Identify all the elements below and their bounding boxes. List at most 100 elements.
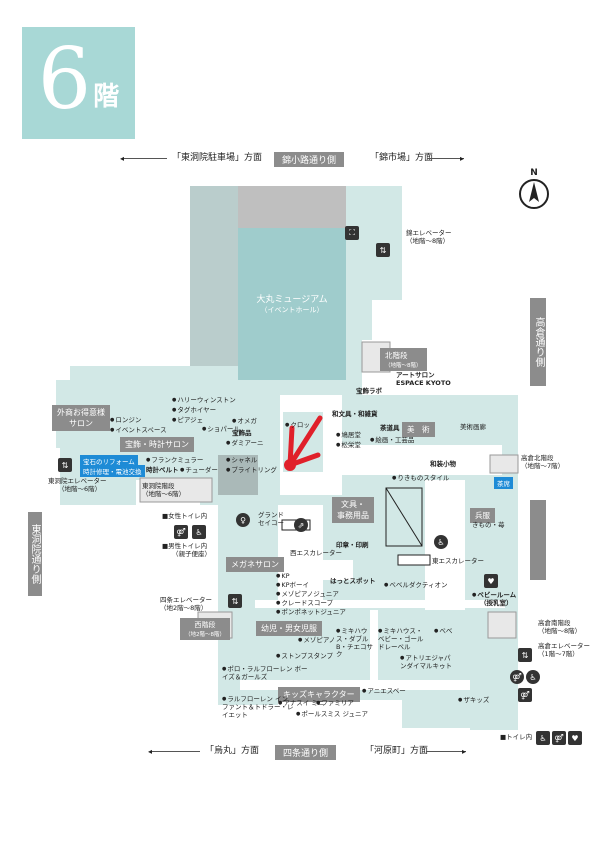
shop-bijutsu-garou[interactable]: 美術画廊 bbox=[460, 423, 486, 431]
shop-inkan[interactable]: 印章・印刷 bbox=[336, 541, 369, 549]
service-tokei-shuri[interactable]: 時計修理・電池交換 bbox=[80, 465, 145, 477]
corridor-6 bbox=[255, 600, 505, 608]
megane-salon: メガネサロン bbox=[226, 557, 284, 572]
svc-takakura-s bbox=[487, 611, 517, 639]
shop-tudor[interactable]: チューダー bbox=[180, 466, 218, 475]
nishi-stairs-label: 西階段 bbox=[194, 621, 216, 629]
shop-kp[interactable]: KP bbox=[276, 572, 289, 581]
shop-hattori[interactable]: はっとスポット bbox=[330, 577, 376, 585]
street-top-right-arrow bbox=[428, 158, 464, 159]
top-dark-strip bbox=[238, 186, 346, 228]
shijo-elevator: 四条エレベーター （地2階〜8階） bbox=[160, 596, 212, 613]
shop-polo-boys[interactable]: ポロ・ラルフローレン ボーイズ＆ガールズ bbox=[222, 665, 312, 682]
stairs-icon-top: ⛶ bbox=[345, 226, 359, 240]
takakura-elevator-sub: （1階〜7階） bbox=[538, 649, 579, 658]
baby-room-label: ベビールーム bbox=[472, 591, 516, 600]
shop-cloth[interactable]: クロッ bbox=[285, 421, 310, 430]
shop-chanel[interactable]: シャネル bbox=[226, 456, 257, 465]
street-bottom-right-arrow bbox=[426, 751, 466, 752]
akashi-badge: 茶席 bbox=[494, 477, 513, 489]
shop-the-kids[interactable]: ザキッズ bbox=[458, 696, 489, 705]
shop-pompon[interactable]: ポンポネットジュニア bbox=[276, 608, 346, 617]
vip-salon-1: 外商お得意様 bbox=[57, 408, 105, 417]
legend-icon-2: ⚤ bbox=[552, 731, 566, 745]
male-toilet-sub: （親子便座） bbox=[172, 549, 211, 558]
shop-damiani[interactable]: ダミアーニ bbox=[226, 439, 263, 448]
shop-beberdakuthion[interactable]: べベルダクティオン bbox=[384, 581, 447, 590]
corridor-7 bbox=[370, 610, 378, 680]
kita-stairs-label: 北階段 bbox=[385, 351, 408, 360]
grand-seiko-2: セイコー bbox=[258, 518, 284, 527]
shop-chadougu[interactable]: 茶道具 bbox=[380, 424, 400, 432]
shijo-elevator-label: 四条エレベーター bbox=[160, 596, 212, 604]
floor-badge: 6 階 bbox=[22, 27, 135, 139]
shop-mezzo-piano[interactable]: メゾピアノ bbox=[298, 636, 335, 645]
shop-piaget[interactable]: ピアジェ bbox=[172, 416, 203, 425]
shop-wabun[interactable]: 和文具・和雑貨 bbox=[332, 410, 378, 418]
shop-tag-heuer[interactable]: タグホイヤー bbox=[172, 406, 216, 415]
shop-grand-seiko[interactable]: グランド セイコー bbox=[258, 511, 284, 528]
baby-room[interactable]: ベビールーム （授乳室） bbox=[472, 591, 516, 608]
espace-kyoto-label: ESPACE KYOTO bbox=[396, 378, 451, 387]
arrow-right-glyph-b: ▸ bbox=[462, 747, 467, 756]
toilet-icon-1: ⚤ bbox=[174, 525, 188, 539]
shijo-elevator-sub: （地2階〜8階） bbox=[160, 603, 208, 612]
street-top-left: 「東洞院駐車場」方面 bbox=[172, 153, 263, 163]
compass-icon bbox=[519, 179, 549, 209]
shop-ralph-infant[interactable]: ラルフローレン インファント＆トドラー・レイエット bbox=[222, 695, 294, 719]
corridor-8 bbox=[240, 680, 470, 690]
shop-anniesbay[interactable]: アニエスベー bbox=[362, 687, 405, 696]
shop-longines[interactable]: ロンジン bbox=[110, 416, 141, 425]
artsalon-label: アートサロン bbox=[396, 371, 435, 379]
takakura-elevator-label: 高倉エレベーター bbox=[538, 642, 590, 650]
shop-stomp-stamp[interactable]: ストンプスタンプ bbox=[276, 652, 333, 661]
shop-kaiga[interactable]: 絵画・工芸品 bbox=[370, 436, 414, 445]
takakura-south-stairs-sub: （地階〜8階） bbox=[538, 626, 582, 635]
heigo-area: 兵服 bbox=[470, 508, 495, 523]
block-center bbox=[370, 480, 422, 550]
elevator-icon-higashi: ⇅ bbox=[58, 458, 72, 472]
shop-atelier[interactable]: アトリエジャパンダイマルキゥト bbox=[400, 654, 456, 671]
shop-mikihouse-baby[interactable]: ミキハウス・ベビー・ゴールドレーベル bbox=[378, 627, 426, 651]
shop-anna-sui[interactable]: アナスイ ミニ bbox=[278, 699, 324, 708]
shop-omega[interactable]: オメガ bbox=[232, 417, 257, 426]
service-reform[interactable]: 宝石のリフォーム bbox=[80, 455, 138, 467]
shop-breitling[interactable]: ブライトリング bbox=[226, 466, 277, 475]
baby-icon: ♥ bbox=[484, 574, 498, 588]
shop-harry-winston[interactable]: ハリーウィンストン bbox=[172, 396, 235, 405]
shop-rikimono[interactable]: りきものスタイル bbox=[392, 474, 449, 483]
shop-event-space[interactable]: イベントスペース bbox=[110, 426, 166, 435]
shop-creed[interactable]: クレードスコープ bbox=[276, 599, 333, 608]
shop-bebe[interactable]: べべ bbox=[434, 627, 452, 636]
takakura-north-stairs-label: 高倉北階段 bbox=[521, 454, 554, 462]
street-bottom-right: 「河原町」方面 bbox=[365, 746, 429, 756]
shop-mikihouse-db[interactable]: ミキハウス・ダブルB・チエコサク bbox=[336, 627, 374, 659]
shop-tokei-belt[interactable]: 時計ベルト bbox=[146, 466, 179, 474]
street-bottom-left: 「烏丸」方面 bbox=[205, 746, 260, 756]
shop-hosekihin[interactable]: 宝飾品 bbox=[232, 429, 252, 437]
shop-paul-smith[interactable]: ポールスミス ジュニア bbox=[296, 710, 368, 719]
shop-kyukyodo[interactable]: 鳩居堂 bbox=[336, 431, 361, 440]
svc-takakura-n bbox=[489, 454, 519, 474]
jewelry-salon: 宝飾・時計サロン bbox=[120, 437, 194, 452]
shop-kp-boy[interactable]: KPボーイ bbox=[276, 581, 309, 590]
museum-title: 大丸ミュージアム bbox=[256, 295, 328, 305]
shop-shoeido[interactable]: 松栄堂 bbox=[336, 441, 361, 450]
street-bottom-left-arrow bbox=[150, 751, 200, 752]
shop-familiar[interactable]: ファミリア bbox=[316, 699, 354, 708]
floor-number: 6 bbox=[37, 30, 92, 128]
svc-higashi bbox=[139, 477, 213, 503]
street-left: 東洞院通り側 bbox=[28, 512, 42, 596]
higashi-toin-stairs-label: 東洞院階段 bbox=[142, 482, 175, 490]
male-toilet: ■男性トイレ内 （親子便座） bbox=[162, 542, 211, 558]
shop-franck-muller[interactable]: フランクミュラー bbox=[146, 456, 203, 465]
street-bottom-center: 四条通り側 bbox=[275, 745, 337, 760]
shop-mezzo-jr[interactable]: メゾピアノジュニア bbox=[276, 590, 338, 599]
shop-wasou-komono[interactable]: 和装小物 bbox=[430, 460, 456, 468]
shop-chopard[interactable]: ショパール bbox=[202, 425, 240, 434]
elevator-icon-takakura: ⇅ bbox=[518, 648, 532, 662]
toilet-inside-label: トイレ内 bbox=[506, 733, 533, 741]
shop-kimono[interactable]: きもの・苺 bbox=[472, 521, 505, 529]
male-toilet-label: 男性トイレ内 bbox=[168, 542, 208, 550]
